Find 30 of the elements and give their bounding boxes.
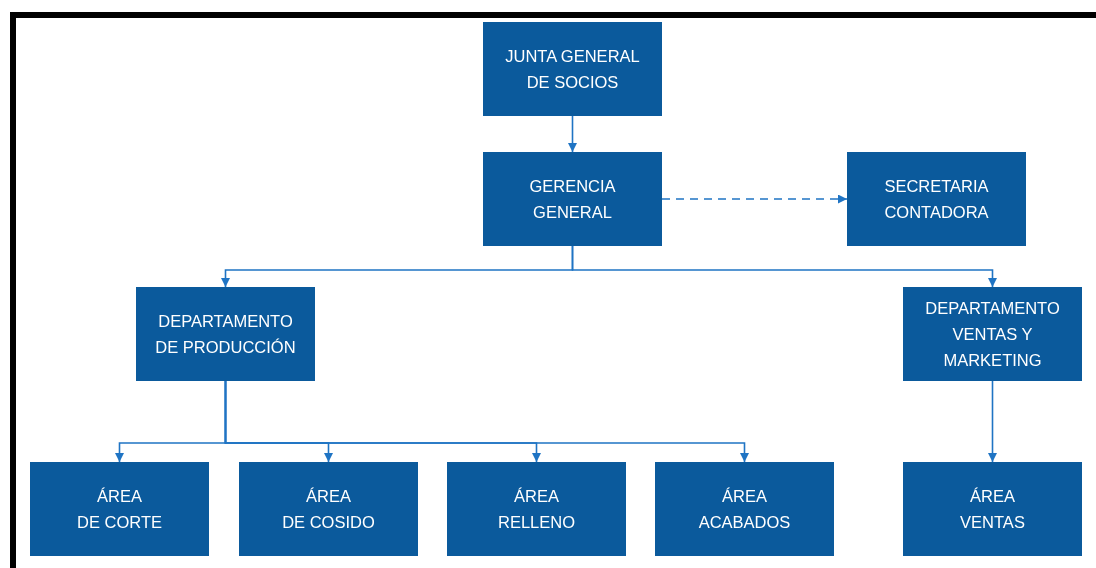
org-box <box>655 462 834 556</box>
box-label: ÁREA <box>97 486 142 507</box>
box-label: ÁREA <box>970 486 1015 507</box>
org-box <box>239 462 418 556</box>
box-label: ACABADOS <box>698 512 791 533</box>
org-box <box>483 152 662 246</box>
arrow <box>224 380 749 463</box>
org-box <box>847 152 1026 246</box>
box-label: DEPARTAMENTO VENTAS Y MARKETING <box>924 298 1061 371</box>
org-box <box>903 462 1082 556</box>
box-label: DEPARTAMENTO DE PRODUCCIÓN <box>154 311 297 358</box>
box-label: DE COSIDO <box>282 512 375 533</box>
box-label: GERENCIA GENERAL <box>528 176 617 223</box>
org-box <box>30 462 209 556</box>
org-box <box>483 22 662 116</box>
org-box <box>447 462 626 556</box>
box-label: ÁREA <box>722 486 767 507</box>
arrow <box>988 380 997 463</box>
box-label: VENTAS <box>960 512 1025 533</box>
box-label: SECRETARIA CONTADORA <box>883 176 990 223</box>
box-label: ÁREA <box>306 486 351 507</box>
arrow <box>571 245 997 288</box>
org-box <box>136 287 315 381</box>
box-label: DE CORTE <box>77 512 162 533</box>
box-label: JUNTA GENERAL DE SOCIOS <box>504 46 641 93</box>
box-label: ÁREA <box>514 486 559 507</box>
org-box <box>903 287 1082 381</box>
arrow <box>568 115 577 153</box>
arrow <box>661 194 848 204</box>
box-label: RELLENO <box>498 512 575 533</box>
